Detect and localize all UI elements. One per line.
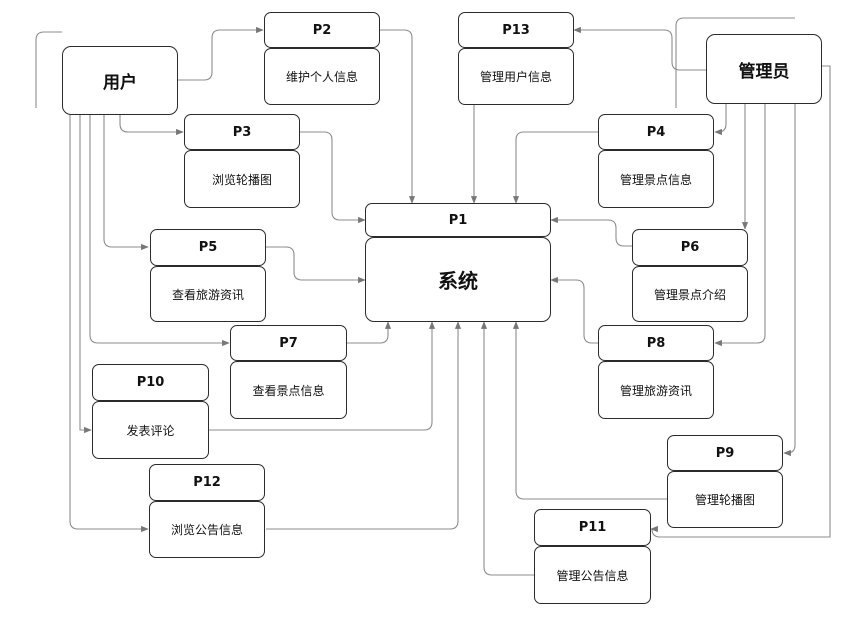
system-node[interactable]: 系统: [365, 237, 551, 322]
process-id-p2[interactable]: P2: [264, 12, 380, 48]
process-p2-maintain-profile[interactable]: 维护个人信息: [264, 48, 380, 105]
user-entity[interactable]: 用户: [62, 46, 178, 115]
process-id-p5[interactable]: P5: [150, 229, 266, 266]
connector-user-p12: [69, 115, 149, 533]
connector-p6-p1: [550, 216, 632, 247]
connector-p3-p1: [300, 131, 366, 224]
process-id-p13[interactable]: P13: [458, 12, 574, 48]
process-p3-browse-carousel[interactable]: 浏览轮播图: [184, 150, 300, 208]
process-p9-manage-carousel[interactable]: 管理轮播图: [667, 471, 783, 528]
connector-user-p3: [119, 115, 184, 136]
connector-admin-p13: [573, 26, 706, 71]
process-id-p4[interactable]: P4: [598, 114, 714, 150]
process-id-p9[interactable]: P9: [667, 435, 783, 471]
connector-p7-p1: [347, 321, 392, 344]
system-id[interactable]: P1: [365, 203, 551, 237]
process-id-p11[interactable]: P11: [534, 509, 651, 546]
connector-stray-right: [675, 17, 795, 108]
process-id-p12[interactable]: P12: [149, 464, 265, 501]
connector-p4-p1: [512, 131, 598, 204]
process-p8-manage-travel-news[interactable]: 管理旅游资讯: [598, 361, 714, 419]
process-id-p6[interactable]: P6: [632, 229, 748, 266]
connector-admin-p9: [783, 104, 796, 457]
connector-user-p7: [89, 115, 230, 347]
process-id-p3[interactable]: P3: [184, 114, 300, 150]
connector-p12-p1: [266, 321, 462, 530]
connector-stray-left: [35, 31, 62, 108]
connector-user-p10: [79, 115, 92, 434]
connector-p10-p1: [209, 321, 436, 431]
connector-admin-p11: [650, 65, 831, 538]
process-p6-manage-scenic-intro[interactable]: 管理景点介绍: [632, 266, 748, 322]
connector-admin-p8: [714, 104, 766, 347]
process-p10-post-comment[interactable]: 发表评论: [92, 401, 209, 459]
process-p12-browse-announcements[interactable]: 浏览公告信息: [149, 501, 265, 558]
process-id-p8[interactable]: P8: [598, 325, 714, 361]
process-p7-view-scenic-info[interactable]: 查看景点信息: [230, 361, 347, 419]
connector-p8-p1: [550, 276, 598, 344]
process-id-p10[interactable]: P10: [92, 364, 209, 401]
connector-user-p2: [178, 26, 264, 81]
connector-p5-p1: [266, 246, 366, 284]
process-p13-manage-user-info[interactable]: 管理用户信息: [458, 48, 574, 105]
connector-p9-p1: [512, 321, 667, 500]
process-p4-manage-scenic-info[interactable]: 管理景点信息: [598, 150, 714, 208]
process-id-p7[interactable]: P7: [230, 325, 347, 361]
connector-p2-p1: [380, 29, 416, 204]
connector-p11-p1: [480, 321, 534, 576]
process-p11-manage-announcements[interactable]: 管理公告信息: [534, 546, 651, 604]
connector-user-p5: [103, 115, 149, 251]
process-p5-view-travel-news[interactable]: 查看旅游资讯: [150, 266, 266, 322]
connector-admin-p4: [714, 104, 727, 136]
admin-entity[interactable]: 管理员: [706, 34, 822, 104]
